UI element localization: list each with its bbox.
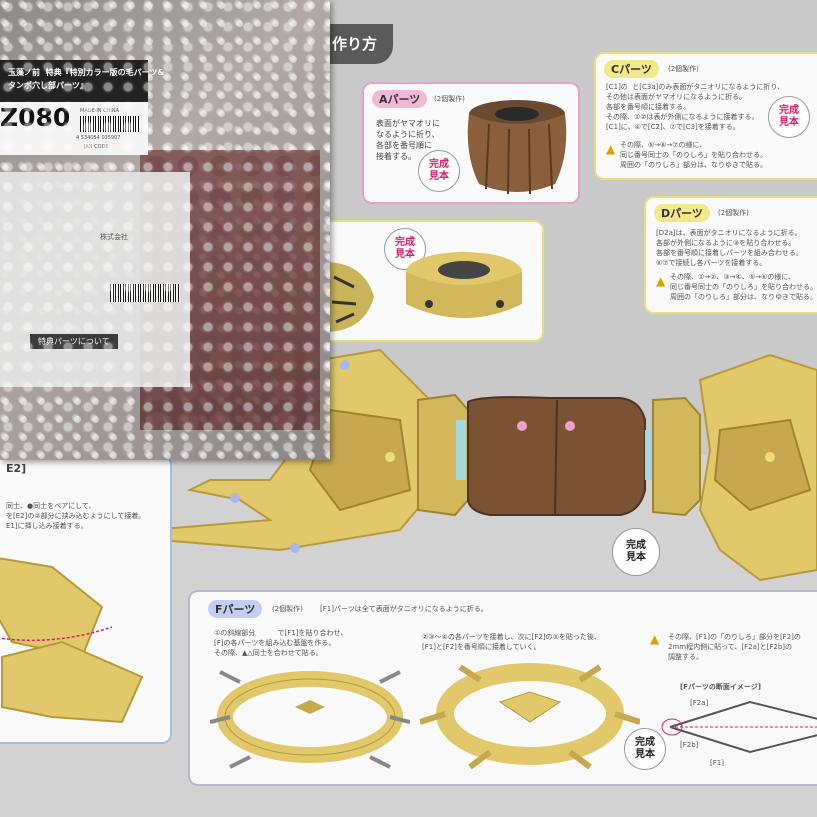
card-d-parts: Dパーツ (2個製作) [D2a]は、表面がタニオリになるように折る。 各部が外… [644, 196, 817, 314]
card-a2-ring: 完成 見本 [322, 220, 544, 342]
sheet-title-bar [323, 24, 393, 64]
done-badge-a: 完成 見本 [418, 150, 460, 192]
package-product-code: Z080 [0, 103, 71, 132]
f-ring-illustration-2 [420, 663, 640, 770]
package-barcode-number: 4 534054 035907 [76, 135, 121, 141]
card-c-parts: Cパーツ (2個製作) [C1]の と[C3a]のみ表面がタニオリになるように折… [594, 52, 817, 180]
text-d-parts: [D2a]は、表面がタニオリになるように折る。 各部が外側になるように③を貼り合… [656, 229, 803, 267]
package-jan: JAN CODE [84, 144, 109, 150]
package-label-header: 玉藻ノ前 特典『特別カラー版の毛パーツ& タンポ穴し部パーツ』 [0, 60, 164, 102]
bubble-wrap-package: 玉藻ノ前 特典『特別カラー版の毛パーツ& タンポ穴し部パーツ』 Z080 MAD… [0, 0, 330, 460]
sheet-title: 作り方 [332, 35, 378, 53]
count-a-parts: (2個製作) [434, 95, 465, 103]
f-ring-illustration-1 [210, 670, 410, 769]
count-d-parts: (2個製作) [718, 209, 749, 217]
done-badge-c: 完成 見本 [768, 96, 810, 138]
card-e-parts: E2] 同士、●同士をペアにして、 を[E2]の②部分に挟み込むようにして接着。… [0, 455, 172, 744]
step2-f-parts: ②③～④の各パーツを接着し、次に[F2]の⑤を貼った後、 [F1]と[F2]を番… [422, 633, 601, 651]
package-small-text: MADE IN CHINA [80, 108, 120, 114]
package-insert-card: 株式会社 特典パーツについて [0, 172, 190, 387]
card-f-parts: Fパーツ (2個製作) [F1]パーツは全て表面がタニオリになるように折る。 ①… [188, 590, 817, 786]
f-cross-title: [Fパーツの断面イメージ] [680, 683, 761, 691]
warning-icon: ▲ [606, 142, 616, 156]
warn-c-parts: その際、⑤→⑥→⑦の様に、 同じ番号同士の「のりしろ」を貼り合わせる。 周囲の「… [620, 141, 767, 169]
badge-a-parts: Aパーツ [372, 90, 428, 108]
badge-d-parts: Dパーツ [654, 204, 710, 222]
e-parts-label: E2] [6, 462, 27, 475]
part-a-drum-illustration [467, 100, 567, 195]
warn-d-parts: その際、①→②、③→④、⑤→⑥の様に、 同じ番号同士の「のりしろ」を貼り合わせる… [670, 273, 817, 301]
warning-icon: ▲ [650, 632, 660, 646]
count-c-parts: (2個製作) [668, 65, 699, 73]
badge-f-parts: Fパーツ [208, 600, 263, 618]
e-parts-illustration [0, 557, 144, 724]
step1-f-parts: ①の斜線部分 で[F1]を貼り合わせ、 [F]の各パーツを組み込む基盤を作る。 … [214, 629, 348, 657]
f-cross-label-f2a: [F2a] [690, 699, 709, 707]
card-a-parts: Aパーツ (2個製作) 表面がヤマオリに なるように折り、 各部を番号順に 接着… [362, 82, 580, 204]
count-f-parts: (2個製作) [272, 605, 303, 613]
e-parts-text: 同士、●同士をペアにして、 を[E2]の②部分に挟み込むようにして接着。 E1]… [6, 502, 146, 530]
package-label-title: 玉藻ノ前 特典『特別カラー版の毛パーツ& タンポ穴し部パーツ』 [8, 68, 165, 90]
warn-f-parts: その際、[F1]の「のりしろ」部分を[F2]の 2mm程内側に貼って、[F2a]… [668, 633, 801, 661]
f-cross-label-f2b: [F2b] [680, 741, 699, 749]
f-cross-label-f1: [F1] [710, 759, 724, 767]
insert-barcode [110, 284, 180, 302]
package-label: 玉藻ノ前 特典『特別カラー版の毛パーツ& タンポ穴し部パーツ』 Z080 MAD… [0, 60, 164, 155]
f-cross-section-diagram [661, 700, 817, 754]
insert-card-title: 特典パーツについて [30, 334, 118, 349]
text-c-parts: [C1]の と[C3a]のみ表面がタニオリになるように折り、 その他は表面がヤマ… [606, 83, 785, 131]
package-barcode [80, 116, 140, 132]
text-a-parts: 表面がヤマオリに なるように折り、 各部を番号順に 接着する。 [376, 119, 440, 161]
ring-part-illustration [324, 252, 522, 332]
intro-f-parts: [F1]パーツは全て表面がタニオリになるように折る。 [320, 605, 488, 613]
done-badge-main: 完成 見本 [612, 528, 660, 576]
insert-card-text: 株式会社 [100, 233, 128, 241]
done-badge-f: 完成 見本 [624, 728, 666, 770]
badge-c-parts: Cパーツ [604, 60, 659, 78]
warning-icon: ▲ [656, 274, 666, 288]
